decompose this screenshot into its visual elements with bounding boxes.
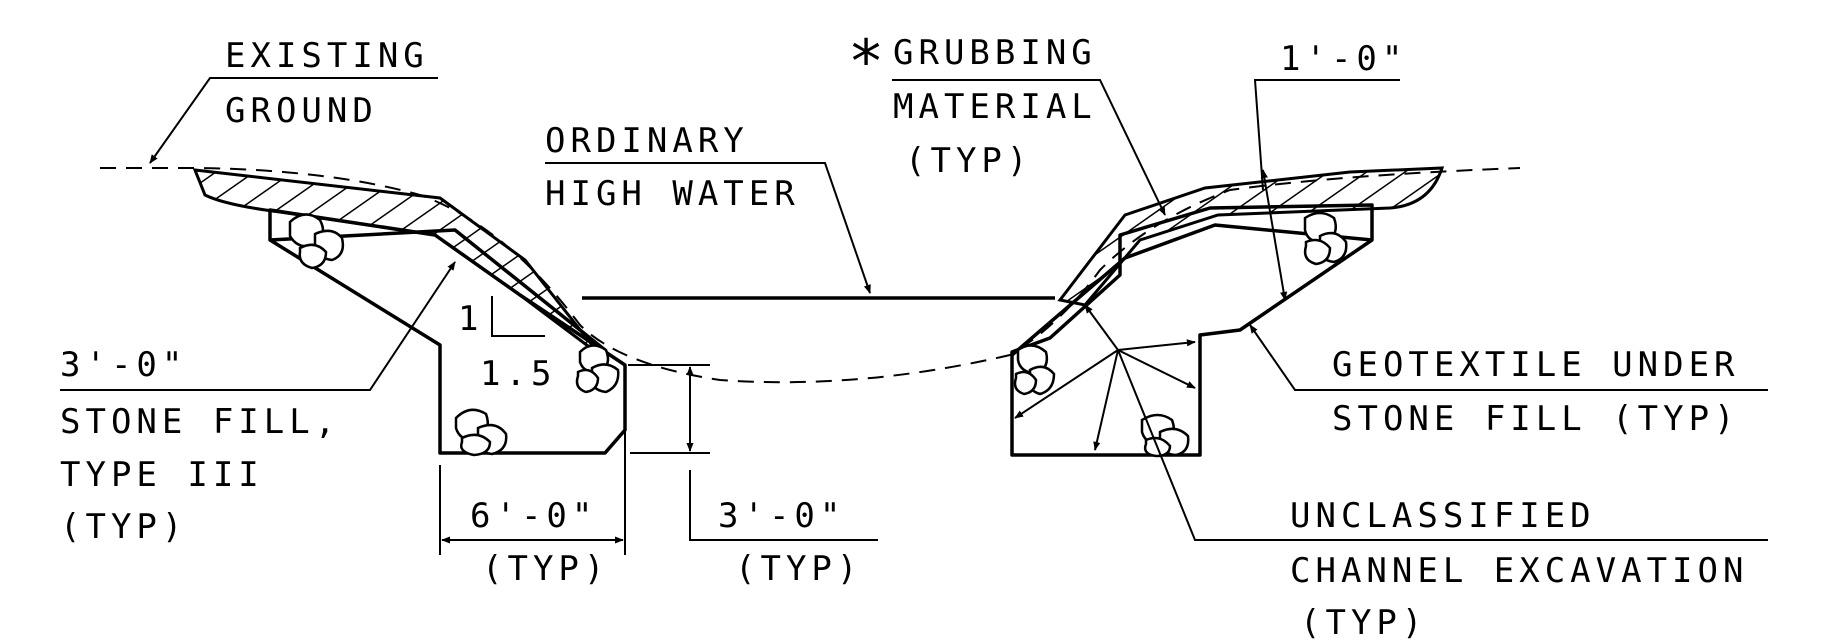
slope-symbol [491,296,545,337]
excavation-leader [1117,349,1768,541]
one-foot-dim-arrows [1260,169,1288,301]
label-grubbing-3: (TYP) [905,141,1032,181]
stone-fill-leader [60,261,456,391]
label-width-dim-1: 6'-0" [470,496,597,536]
geotextile-leader [1249,324,1768,391]
label-stone-fill-1: STONE FILL, [60,402,340,442]
rock-cluster-left-top [288,213,345,270]
label-depth-dim-1: 3'-0" [718,496,845,536]
one-foot-dim-leader [1253,79,1400,191]
label-depth-dim-2: (TYP) [735,549,862,589]
label-width-dim-2: (TYP) [482,549,609,589]
left-stone-fill-outline [268,208,627,455]
label-excavation-3: (TYP) [1300,603,1427,643]
rock-cluster-left-toe [575,344,620,394]
excavation-fan-arrows [1014,304,1196,451]
ohw-leader [545,162,871,294]
rock-cluster-right-top [1303,211,1348,266]
depth-dim-leader [689,470,878,541]
label-existing-ground-2: GROUND [225,91,378,131]
asterisk-symbol: * [848,27,889,97]
label-one-foot: 1'-0" [1280,39,1407,79]
label-grubbing-2: MATERIAL [893,87,1097,127]
label-slope-rise: 1 [458,299,483,339]
label-excavation-1: UNCLASSIFIED [1290,496,1596,536]
right-stone-fill-outline [1010,203,1374,457]
label-geotextile-1: GEOTEXTILE UNDER [1332,345,1740,385]
label-grubbing-1: GRUBBING [893,33,1097,73]
label-ohw-2: HIGH WATER [545,174,800,214]
grubbing-leader [892,79,1166,216]
rock-cluster-right-bottom [1140,413,1190,458]
label-existing-ground-1: EXISTING [225,36,429,76]
label-geotextile-2: STONE FILL (TYP) [1332,399,1740,439]
label-ohw-1: ORDINARY [545,121,749,161]
label-slope-run: 1.5 [480,354,556,394]
label-stone-thickness: 3'-0" [60,345,187,385]
rock-cluster-right-toe [1013,344,1056,396]
label-stone-fill-3: (TYP) [60,507,187,547]
existing-ground-line [100,167,1521,384]
label-stone-fill-2: TYPE III [60,455,264,495]
existing-ground-leader [149,77,438,164]
left-grubbing-hatch [192,168,602,357]
label-excavation-2: CHANNEL EXCAVATION [1290,551,1748,591]
right-grubbing-hatch [1057,166,1445,307]
rock-cluster-left-bottom [454,408,508,457]
